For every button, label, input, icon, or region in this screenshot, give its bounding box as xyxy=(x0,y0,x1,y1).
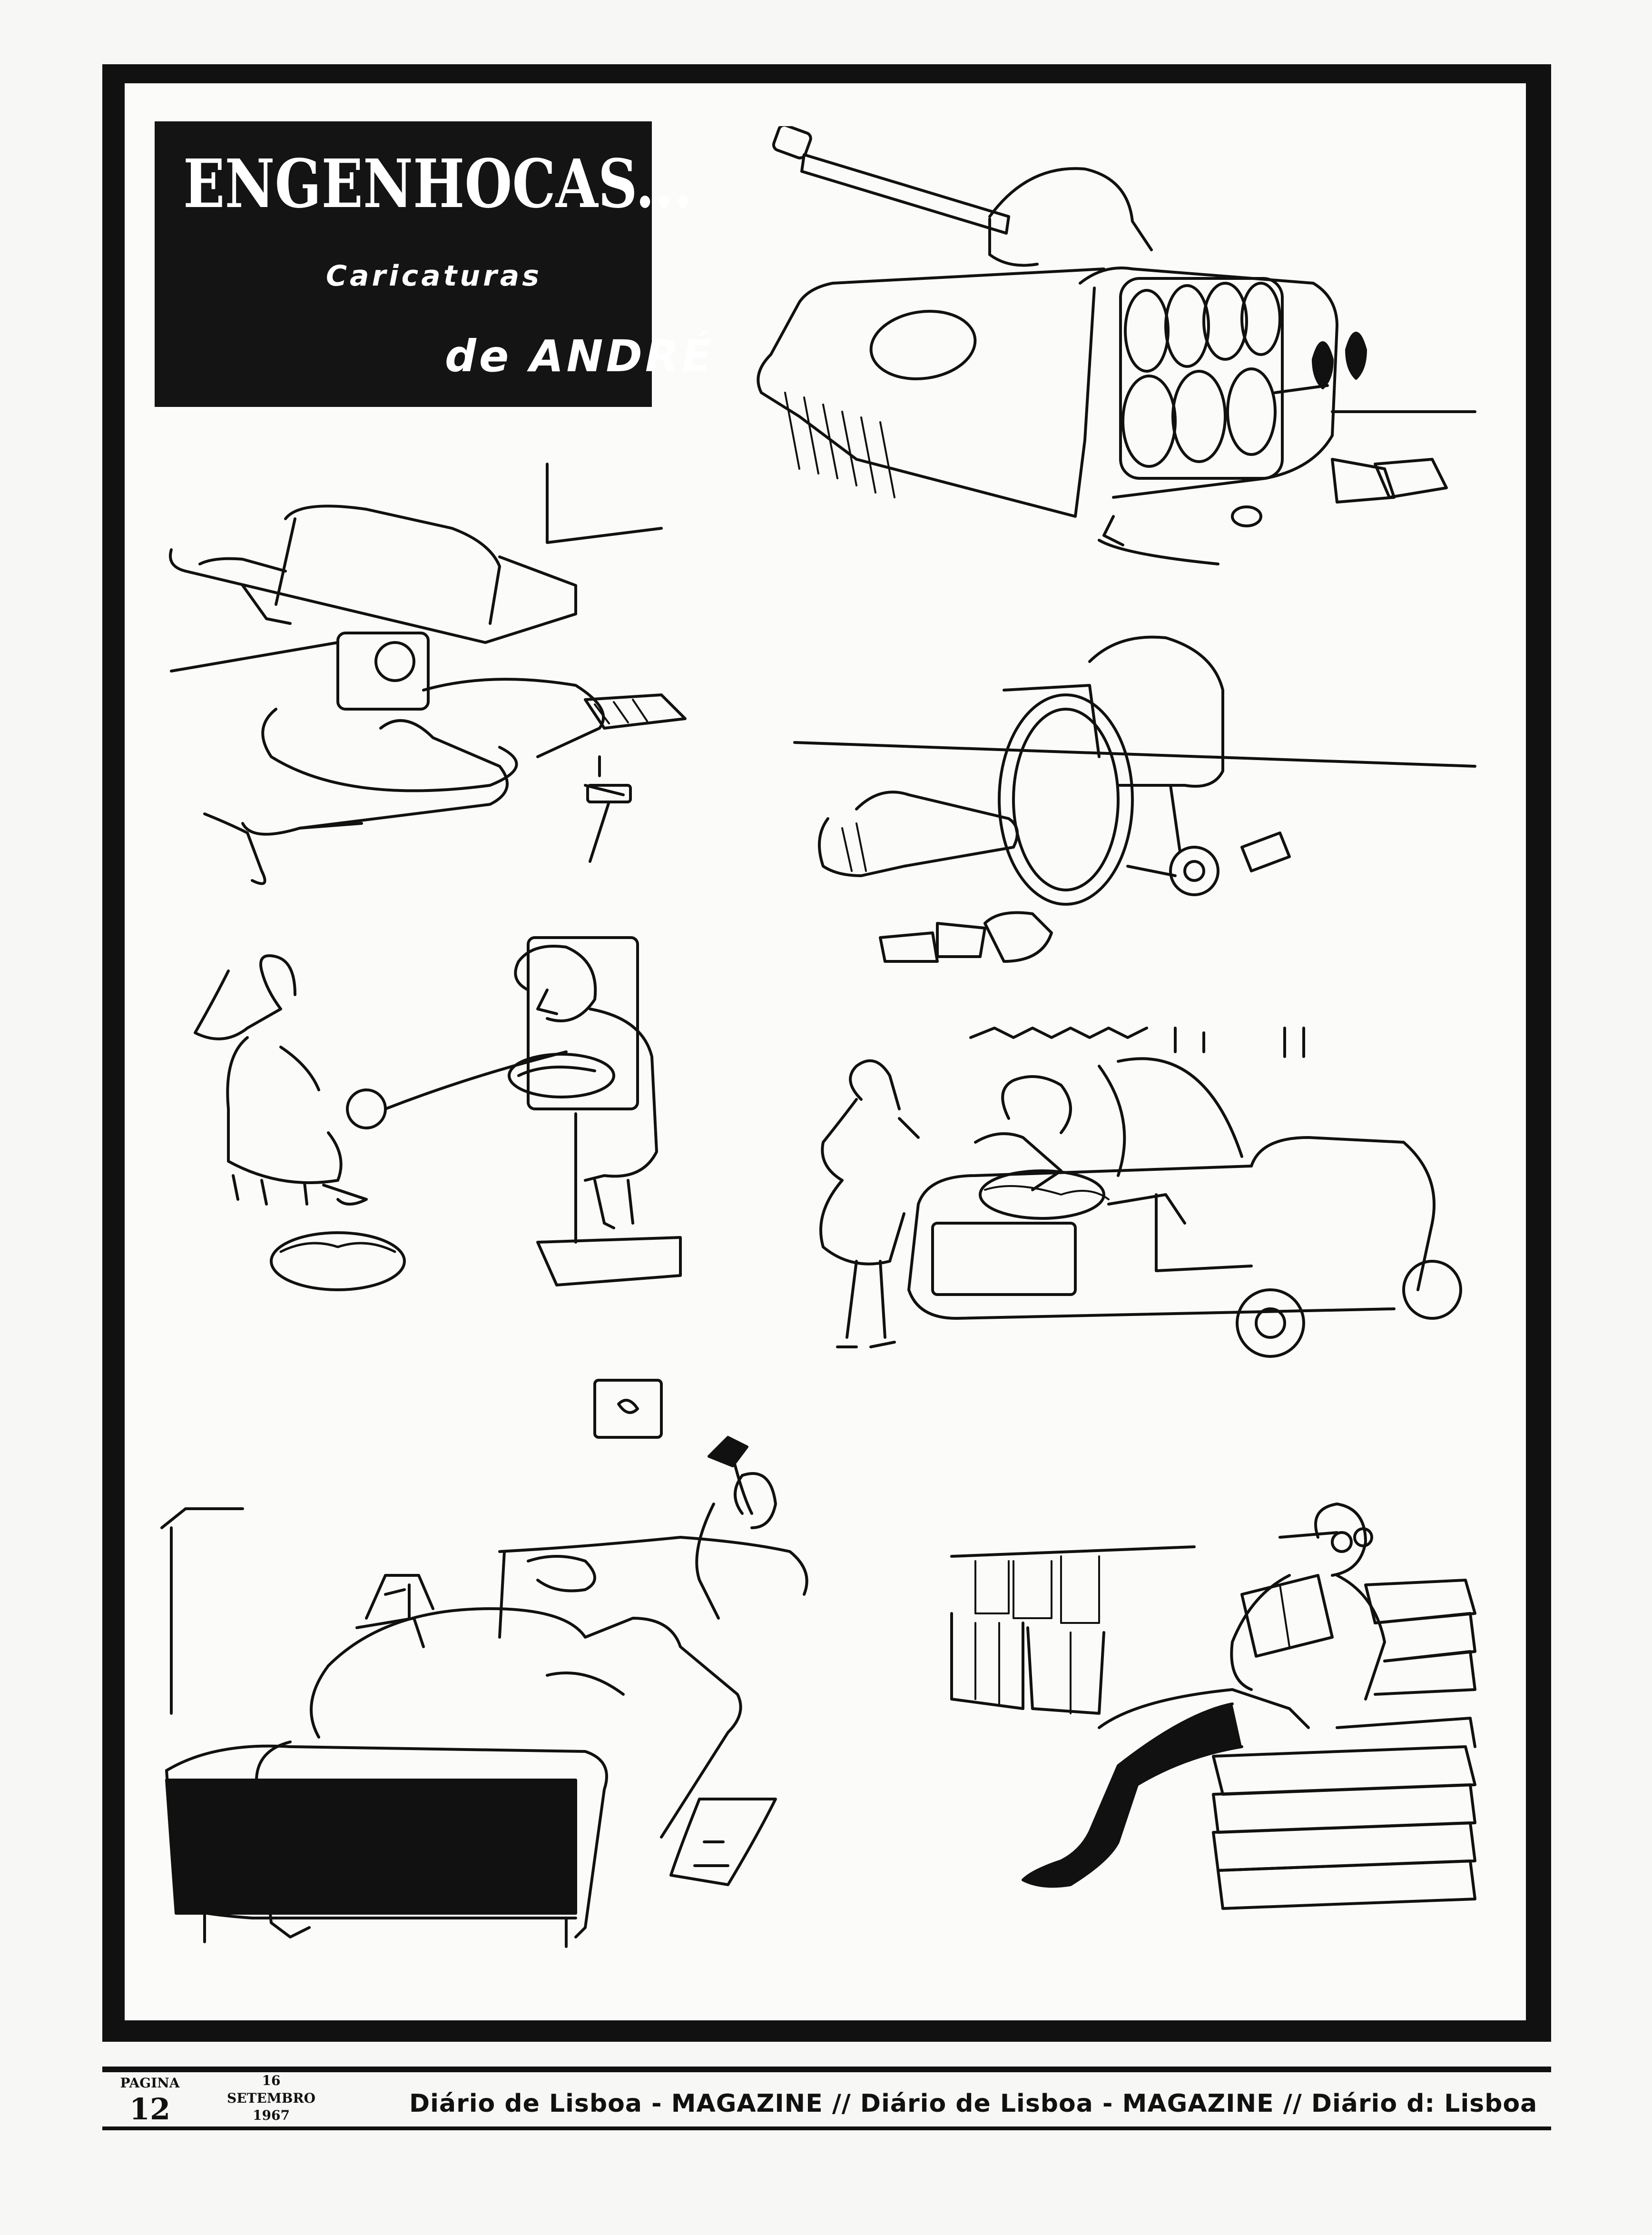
reader-on-book-stack-icon xyxy=(947,1499,1485,1928)
footer-bottom-rule xyxy=(102,2126,1551,2130)
shoeshine-scale-icon xyxy=(186,933,733,1323)
date-month: SETEMBRO xyxy=(226,2090,316,2106)
mechanic-under-wheelchair-icon xyxy=(785,628,1485,971)
page-title: ENGENHOCAS... xyxy=(183,145,693,223)
page-subtitle: Caricaturas xyxy=(326,259,542,293)
author-credit: de ANDRÉ xyxy=(445,331,715,382)
footer-top-rule xyxy=(102,2067,1551,2072)
date-year: 1967 xyxy=(253,2107,290,2123)
bedroom-hammer-icon xyxy=(157,1371,890,1951)
date-day: 16 xyxy=(262,2073,281,2088)
page-label: PAGINA xyxy=(120,2075,180,2091)
masthead: Diário de Lisboa - MAGAZINE // Diário de… xyxy=(409,2089,1538,2118)
car-engine-patient-icon xyxy=(776,1023,1485,1404)
mechanic-under-hospital-bed-icon xyxy=(157,462,757,928)
title-block: ENGENHOCAS... Caricaturas de ANDRÉ xyxy=(155,121,712,407)
page-number: 12 xyxy=(129,2092,171,2126)
tank-with-mechanic-legs-icon xyxy=(742,126,1485,583)
